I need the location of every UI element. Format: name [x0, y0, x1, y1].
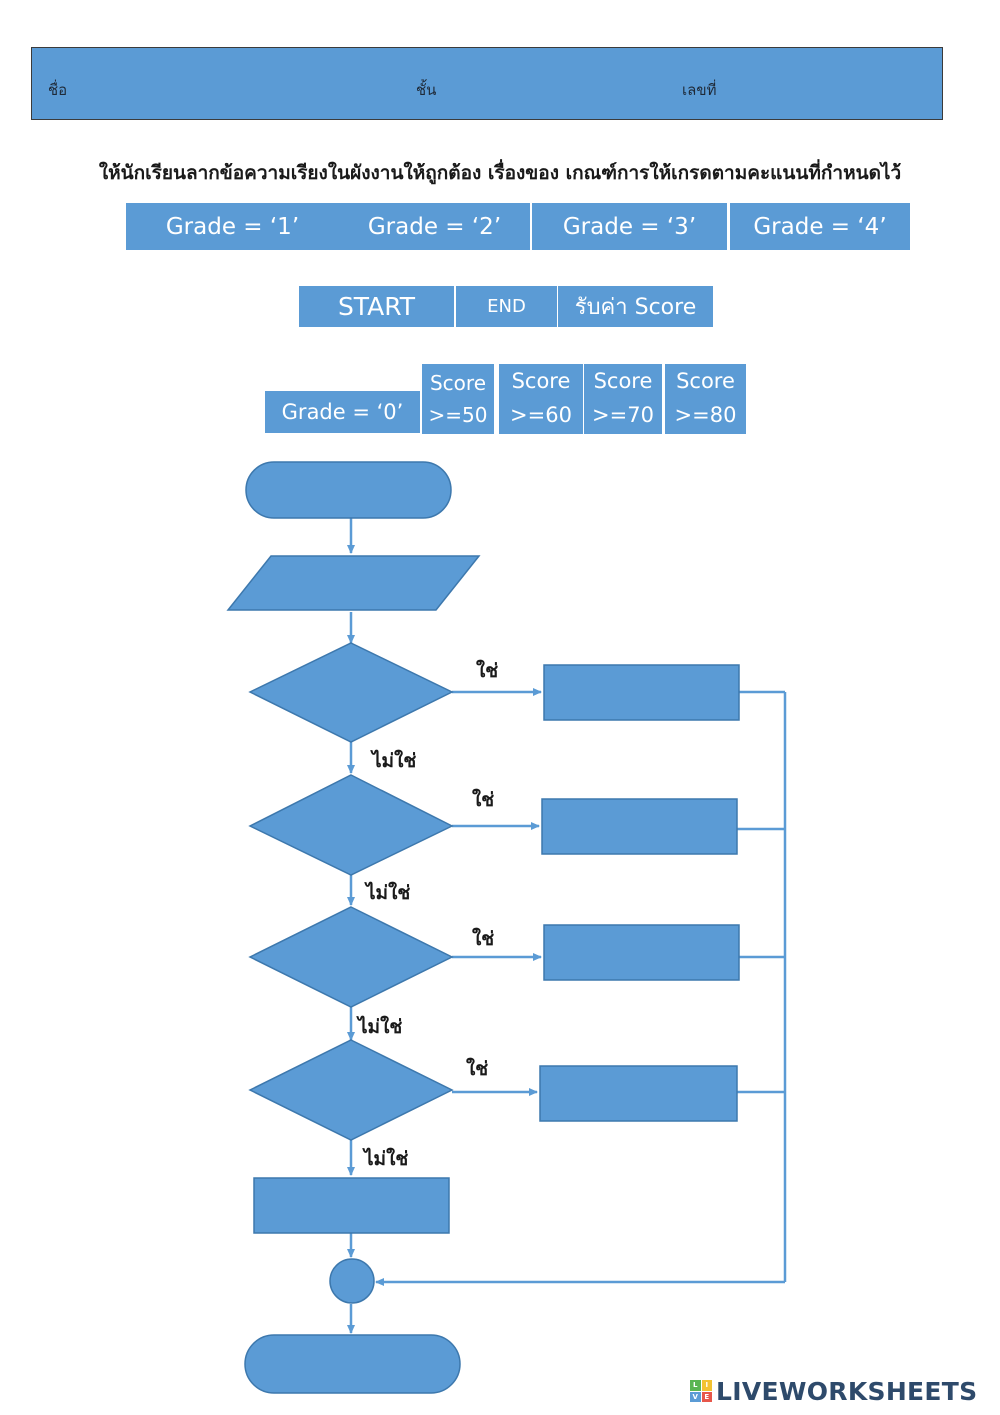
liveworksheets-logo: L I V E LIVEWORKSHEETS	[690, 1376, 977, 1406]
flow-process-1	[543, 664, 740, 721]
chip-score-80[interactable]: Score >=80	[665, 364, 746, 434]
chip-grade-2[interactable]: Grade = ‘2’	[339, 203, 530, 250]
yes-label-3: ใช่	[472, 928, 495, 950]
chip-score-80-bottom: >=80	[674, 403, 737, 427]
yes-label-4: ใช่	[466, 1058, 489, 1080]
flow-process-default	[253, 1177, 450, 1234]
chip-score-70-top: Score	[593, 369, 653, 394]
no-label-3: ไม่ใช่	[358, 1016, 403, 1038]
chip-score-50-bottom: >=50	[428, 403, 488, 427]
flow-input-shape	[226, 555, 481, 611]
chip-score-50[interactable]: Score >=50	[422, 364, 494, 434]
name-label: ชื่อ	[48, 81, 68, 99]
flow-decision-3	[248, 906, 454, 1008]
flow-decision-1	[248, 642, 454, 743]
flow-process-4	[539, 1065, 738, 1122]
class-label: ชั้น	[416, 81, 437, 99]
yes-label-2: ใช่	[472, 789, 495, 811]
chip-score-70-bottom: >=70	[592, 403, 654, 427]
flow-decision-2	[248, 774, 454, 876]
chip-score-60-bottom: >=60	[510, 403, 572, 427]
chip-grade-3[interactable]: Grade = ‘3’	[530, 203, 727, 250]
no-label-2: ไม่ใช่	[366, 882, 411, 904]
yes-label-1: ใช่	[476, 660, 499, 682]
no-label-1: ไม่ใช่	[372, 750, 417, 772]
chip-grade-1[interactable]: Grade = ‘1’	[126, 203, 339, 250]
flow-connector	[329, 1258, 375, 1304]
chip-start[interactable]: START	[299, 286, 454, 327]
flow-process-3	[543, 924, 740, 981]
chip-score-80-top: Score	[676, 369, 735, 394]
flow-end-terminal	[244, 1334, 461, 1394]
no-label-4: ไม่ใช่	[364, 1148, 409, 1170]
flow-decision-4	[248, 1039, 454, 1141]
flow-start-terminal	[245, 461, 452, 519]
chip-score-60[interactable]: Score >=60	[499, 364, 583, 434]
chip-score-70[interactable]: Score >=70	[584, 364, 662, 434]
chip-score-60-top: Score	[511, 369, 571, 394]
flow-process-2	[541, 798, 738, 855]
chip-end[interactable]: END	[456, 286, 557, 327]
logo-text: LIVEWORKSHEETS	[716, 1376, 978, 1406]
chip-grade-4[interactable]: Grade = ‘4’	[728, 203, 910, 250]
student-info-bar: ชื่อ ชั้น เลขที่	[31, 47, 943, 120]
chip-input-score[interactable]: รับค่า Score	[558, 286, 713, 327]
chip-grade-0[interactable]: Grade = ‘0’	[265, 391, 420, 433]
number-label: เลขที่	[682, 81, 717, 99]
instruction-text: ให้นักเรียนลากข้อความเรียงในผังงานให้ถูก…	[98, 162, 902, 184]
chip-score-50-top: Score	[429, 371, 486, 395]
logo-icon: L I V E	[690, 1380, 712, 1402]
